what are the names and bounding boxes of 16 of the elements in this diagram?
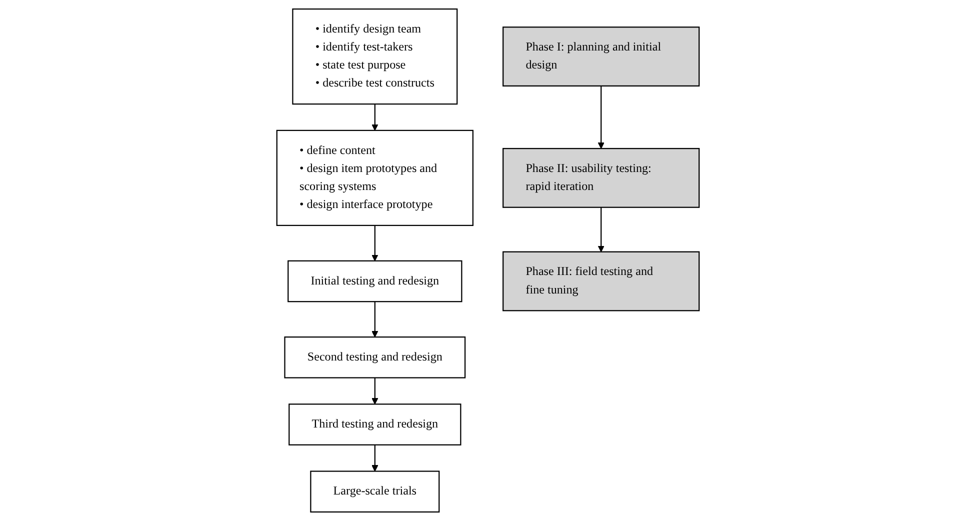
node-box: • define content • design item prototypes and scoring systems • design interface prototype xyxy=(276,130,474,226)
arrow xyxy=(598,86,604,149)
arrow xyxy=(372,378,378,404)
arrow xyxy=(372,104,378,131)
node-box: Phase III: field testing and fine tuning xyxy=(502,251,700,312)
node-box: Phase II: usability testing: rapid iteration xyxy=(502,148,700,208)
node-box: • identify design team • identify test-takers • state test purpose • describe test constructs xyxy=(292,8,458,105)
arrow xyxy=(372,302,378,338)
node-box: Second testing and redesign xyxy=(284,336,466,378)
arrow xyxy=(372,225,378,262)
node-box: Phase I: planning and initial design xyxy=(502,26,700,86)
node-box: Third testing and redesign xyxy=(288,404,462,446)
node-box: Large-scale trials xyxy=(310,470,440,513)
arrow xyxy=(372,444,378,472)
arrow xyxy=(598,207,604,252)
node-box: Initial testing and redesign xyxy=(288,260,462,302)
